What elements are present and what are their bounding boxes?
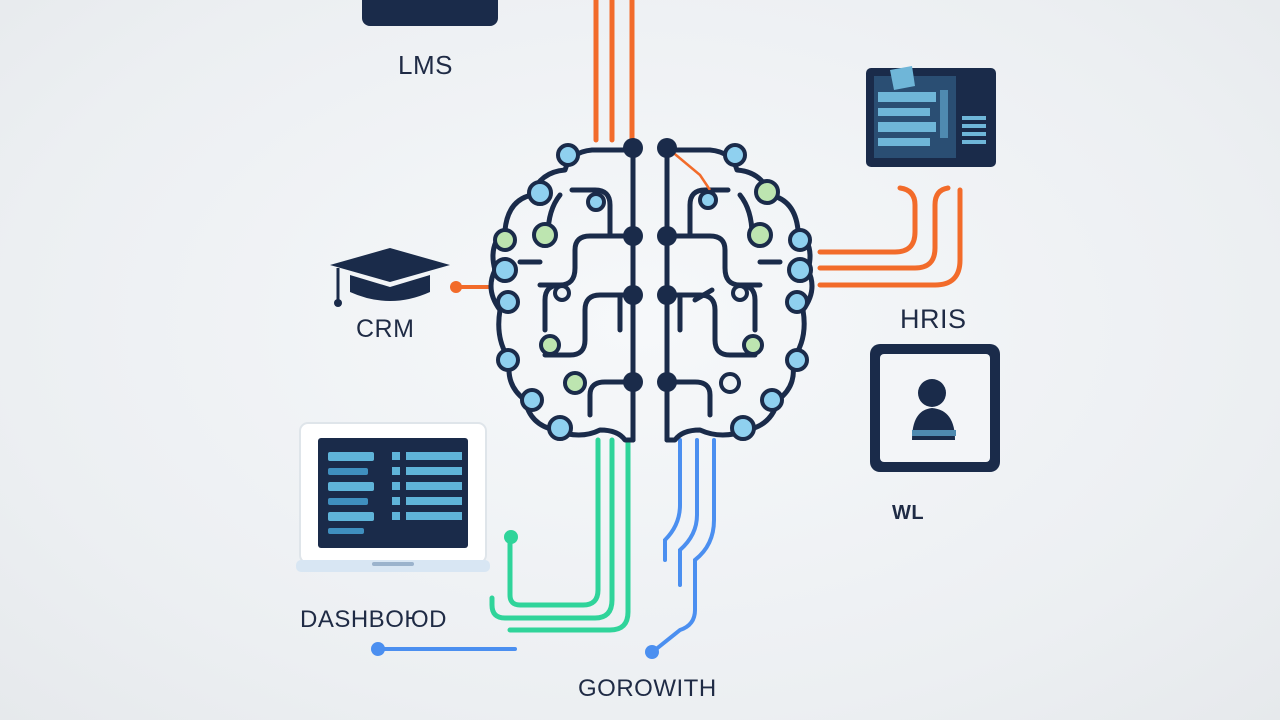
label-growth: GOROWITH — [578, 675, 717, 702]
monitor-icon — [362, 0, 498, 26]
label-lms: LMS — [398, 50, 453, 80]
label-hris: HRIS — [900, 304, 967, 334]
green-connector — [489, 437, 631, 633]
blue-connector — [371, 438, 716, 659]
orange-connector-right — [817, 185, 963, 288]
user-profile-icon — [870, 344, 1000, 472]
label-dashboard: DASHBOЮD — [300, 606, 447, 633]
orange-connector-top — [593, 0, 635, 143]
brain-circuit-icon — [488, 138, 815, 443]
server-rack-icon — [866, 66, 996, 167]
laptop-icon — [296, 422, 490, 572]
label-small: WL — [892, 502, 925, 524]
graduation-cap-icon — [330, 248, 450, 307]
orange-connector-left — [450, 281, 492, 293]
label-crm: CRM — [356, 315, 415, 343]
